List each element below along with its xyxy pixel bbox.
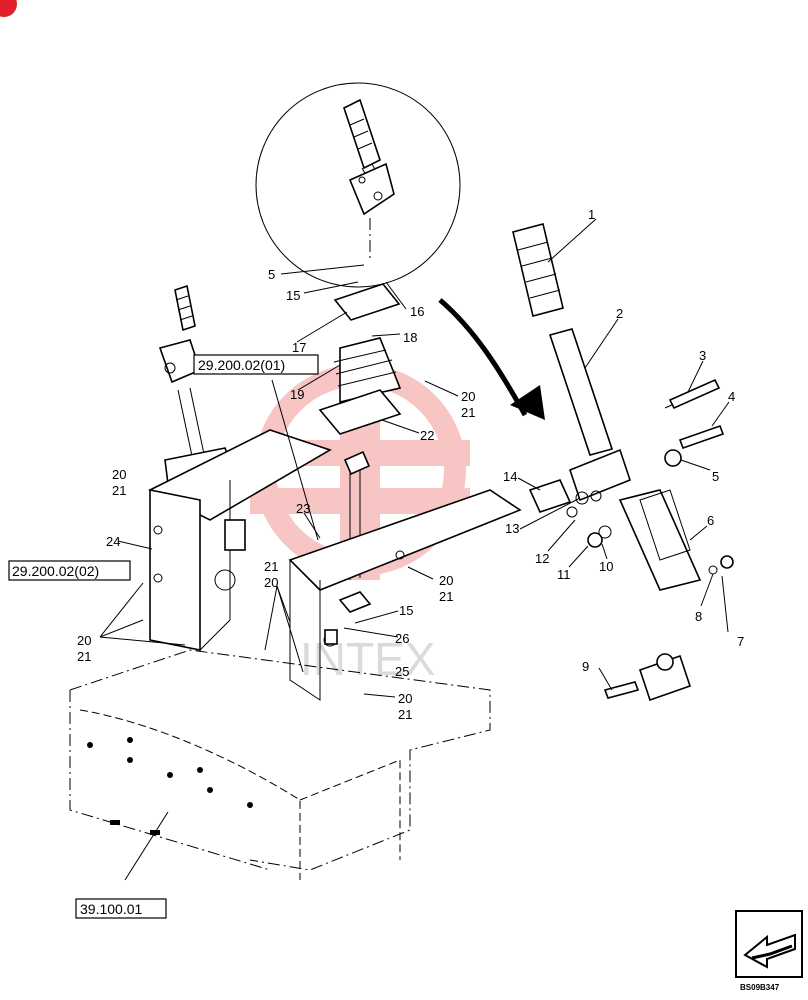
callout-14: 14 — [503, 469, 517, 484]
center-shift-assembly — [288, 283, 522, 701]
callout-16: 16 — [410, 304, 424, 319]
callout-26: 26 — [395, 631, 409, 646]
callout-13: 13 — [505, 521, 519, 536]
callout-20-e: 20 — [77, 633, 91, 648]
corner-badge — [0, 0, 17, 17]
arrow-icon[interactable] — [735, 910, 803, 978]
reference-box-39-100-01[interactable]: 39.100.01 — [75, 898, 167, 919]
callout-1: 1 — [588, 207, 595, 222]
callout-24: 24 — [106, 534, 120, 549]
callout-15-mid: 15 — [399, 603, 413, 618]
callout-5-left: 5 — [268, 267, 275, 282]
callout-7: 7 — [737, 634, 744, 649]
callout-4: 4 — [728, 389, 735, 404]
callout-21-a: 21 — [461, 405, 475, 420]
callout-10: 10 — [599, 559, 613, 574]
reference-box-29-200-02-02[interactable]: 29.200.02(02) — [8, 560, 131, 581]
detail-circle — [255, 82, 461, 288]
detail-handle — [343, 98, 395, 258]
callout-21-b: 21 — [439, 589, 453, 604]
drawing-code: BS09B347 — [740, 983, 780, 992]
callout-17: 17 — [292, 340, 306, 355]
callout-8: 8 — [695, 609, 702, 624]
callout-9: 9 — [582, 659, 589, 674]
callout-2: 2 — [616, 306, 623, 321]
svg-text:39.100.01: 39.100.01 — [80, 901, 142, 917]
motion-arrow — [438, 298, 528, 417]
callout-25: 25 — [395, 664, 409, 679]
callout-15-top: 15 — [286, 288, 300, 303]
svg-text:29.200.02(01): 29.200.02(01) — [198, 357, 285, 373]
callout-20-c: 20 — [398, 691, 412, 706]
callout-22: 22 — [420, 428, 434, 443]
callout-12: 12 — [535, 551, 549, 566]
callout-19: 19 — [290, 387, 304, 402]
callout-21-d: 20 — [112, 467, 126, 482]
callout-20-d: 21 — [112, 483, 126, 498]
left-joystick-assembly — [148, 284, 332, 652]
callout-6: 6 — [707, 513, 714, 528]
callout-3: 3 — [699, 348, 706, 363]
right-exploded-parts — [512, 223, 734, 702]
callout-21-c: 21 — [398, 707, 412, 722]
leader-lines — [99, 218, 730, 881]
callout-21-f: 21 — [264, 559, 278, 574]
callout-23: 23 — [296, 501, 310, 516]
callout-labels: 1 2 3 4 5 5 6 7 8 9 10 11 12 13 14 15 15… — [77, 207, 744, 722]
callout-20-f: 20 — [264, 575, 278, 590]
callout-18: 18 — [403, 330, 417, 345]
callout-20-a: 20 — [461, 389, 475, 404]
callout-20-b: 20 — [439, 573, 453, 588]
callout-11: 11 — [557, 567, 571, 582]
callout-5-right: 5 — [712, 469, 719, 484]
reference-box-29-200-02-01[interactable]: 29.200.02(01) — [193, 354, 319, 375]
watermark-text: INTEX — [300, 633, 435, 685]
callout-21-e: 21 — [77, 649, 91, 664]
svg-text:29.200.02(02): 29.200.02(02) — [12, 563, 99, 579]
